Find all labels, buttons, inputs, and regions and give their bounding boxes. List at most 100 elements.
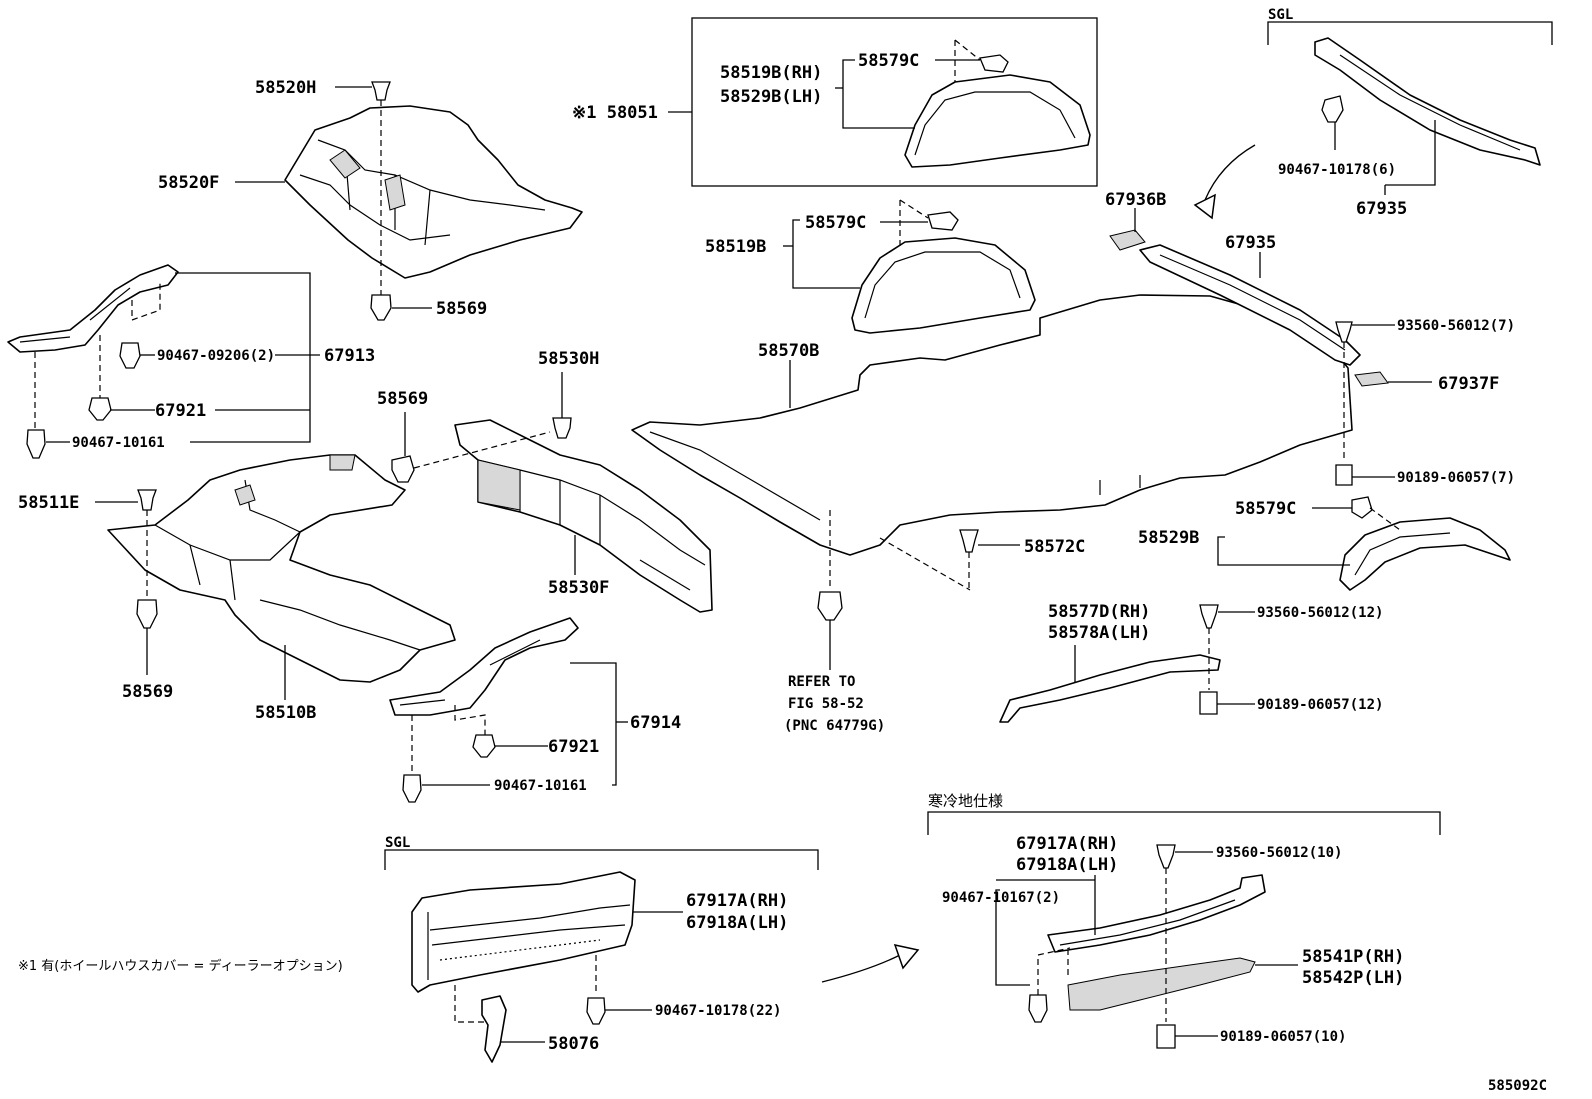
part-58570B-drawing: [631, 294, 1353, 556]
clip-90189-06057-12: [1199, 691, 1218, 715]
part-67917A-sgl-drawing: [411, 871, 636, 993]
label-58520H: 58520H: [255, 78, 316, 98]
clip-floor-refer: [817, 591, 843, 621]
label-90189-06057-7: 90189-06057(7): [1397, 470, 1515, 486]
label-90189-06057-12: 90189-06057(12): [1257, 697, 1383, 713]
clip-90467-10167: [1028, 994, 1048, 1023]
label-67918A-LH-sgl: 67918A(LH): [686, 913, 788, 933]
label-67917A-RH-cold: 67917A(RH): [1016, 834, 1118, 854]
clip-93560-56012-10: [1156, 844, 1176, 869]
label-58569-top: 58569: [436, 299, 487, 319]
clip-93560-56012-7: [1335, 321, 1353, 343]
clip-93560-56012-12: [1199, 604, 1219, 629]
cold-spec-bracket: [927, 811, 1441, 835]
part-67914-drawing: [389, 617, 579, 716]
clip-58511E: [137, 489, 157, 511]
label-90189-06057-10: 90189-06057(10): [1220, 1029, 1346, 1045]
label-58578A-LH: 58578A(LH): [1048, 623, 1150, 643]
part-58520F-drawing: [284, 105, 583, 279]
label-90467-10167-2: 90467-10167(2): [942, 890, 1060, 906]
clip-90189-06057-7: [1335, 464, 1353, 486]
label-93560-56012-10: 93560-56012(10): [1216, 845, 1342, 861]
label-58529B-LH: 58529B(LH): [720, 87, 822, 107]
clip-90467-09206: [119, 342, 141, 369]
label-sgl-bottom: SGL: [385, 835, 410, 851]
label-67935-top: 67935: [1356, 199, 1407, 219]
label-58076: 58076: [548, 1034, 599, 1054]
part-58510B-drawing: [107, 454, 456, 683]
label-58519B: 58519B: [705, 237, 766, 257]
label-67921-mid: 67921: [548, 737, 599, 757]
part-58577D-drawing: [999, 654, 1221, 723]
part-58076-drawing: [481, 995, 507, 1063]
label-58572C: 58572C: [1024, 537, 1085, 557]
label-58579C-box: 58579C: [858, 51, 919, 71]
clip-58572C: [959, 529, 979, 553]
part-58530F-drawing: [454, 419, 713, 613]
sgl-bracket-top: [1267, 21, 1553, 45]
label-58519B-RH: 58519B(RH): [720, 63, 822, 83]
part-58541P-drawing: [1067, 957, 1256, 1011]
label-67935: 67935: [1225, 233, 1276, 253]
arrow-curve-bottom: [821, 954, 901, 983]
label-90467-10161-mid: 90467-10161: [494, 778, 587, 794]
label-58579C-right: 58579C: [1235, 499, 1296, 519]
label-58579C-mid: 58579C: [805, 213, 866, 233]
clip-58579C-mid: [927, 211, 959, 231]
label-refer-fig: FIG 58-52: [788, 696, 864, 712]
label-58511E: 58511E: [18, 493, 79, 513]
part-67935-drawing: [1139, 244, 1361, 366]
label-90467-10161-left: 90467-10161: [72, 435, 165, 451]
label-67937F: 67937F: [1438, 374, 1499, 394]
clip-90467-10178-top: [1321, 95, 1344, 123]
clip-90467-10161-mid: [402, 774, 422, 803]
label-cold-spec: 寒冷地仕様: [928, 792, 1003, 810]
arrow-curve-top: [1204, 144, 1256, 201]
label-58542P-LH: 58542P(LH): [1302, 968, 1404, 988]
label-58541P-RH: 58541P(RH): [1302, 947, 1404, 967]
label-58051: ※1 58051: [572, 103, 658, 123]
clip-58569-top: [370, 294, 392, 321]
part-58519B-drawing: [851, 237, 1036, 334]
clip-58579C-right: [1351, 496, 1373, 519]
label-67917A-RH-sgl: 67917A(RH): [686, 891, 788, 911]
footnote: ※1 有(ホイールハウスカバー = ディーラーオプション): [18, 958, 343, 974]
clip-58520H: [371, 81, 391, 101]
label-58529B: 58529B: [1138, 528, 1199, 548]
clip-58569-mid: [391, 455, 415, 483]
label-58569-left: 58569: [122, 682, 173, 702]
label-58570B: 58570B: [758, 341, 819, 361]
label-58577D-RH: 58577D(RH): [1048, 602, 1150, 622]
label-93560-56012-12: 93560-56012(12): [1257, 605, 1383, 621]
label-67914: 67914: [630, 713, 681, 733]
label-67918A-LH-cold: 67918A(LH): [1016, 855, 1118, 875]
label-67921-left: 67921: [155, 401, 206, 421]
label-58530H: 58530H: [538, 349, 599, 369]
label-90467-10178-22: 90467-10178(22): [655, 1003, 781, 1019]
label-67913: 67913: [324, 346, 375, 366]
clip-90467-10161-left: [26, 429, 46, 459]
label-90467-10178-6: 90467-10178(6): [1278, 162, 1396, 178]
label-sgl-top: SGL: [1268, 7, 1293, 23]
label-58520F: 58520F: [158, 173, 219, 193]
clip-58530H: [552, 417, 572, 439]
part-58519B-box-drawing: [904, 74, 1091, 168]
clip-58579C-box: [979, 54, 1009, 73]
clip-67936B: [1109, 229, 1146, 251]
clip-90467-10178-22: [586, 997, 606, 1025]
part-67913-drawing: [7, 264, 179, 353]
label-93560-56012-7: 93560-56012(7): [1397, 318, 1515, 334]
part-67935-top-drawing: [1314, 37, 1541, 166]
clip-67921-left: [88, 397, 112, 421]
label-58530F: 58530F: [548, 578, 609, 598]
clip-67937F: [1354, 371, 1389, 387]
label-67936B: 67936B: [1105, 190, 1166, 210]
clip-90189-06057-10: [1156, 1024, 1176, 1049]
figure-number: 585092C: [1488, 1078, 1547, 1094]
clip-58569-left: [136, 599, 158, 629]
sgl-bracket-bottom: [384, 849, 819, 870]
label-90467-09206: 90467-09206(2): [157, 348, 275, 364]
label-refer-pnc: (PNC 64779G): [784, 718, 885, 734]
part-58529B-drawing: [1339, 517, 1511, 591]
